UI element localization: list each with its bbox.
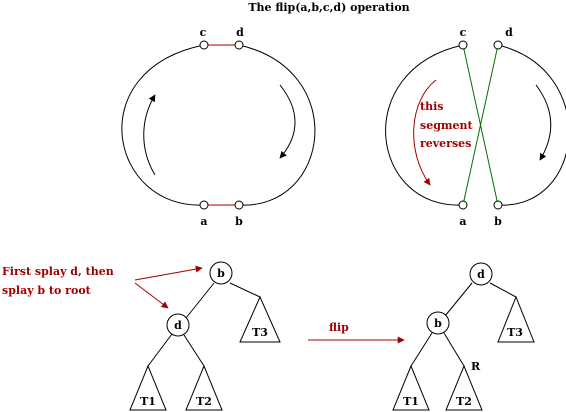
right-tree-node-b [426, 311, 450, 335]
left-tree-edge-b-t3 [229, 282, 261, 298]
node-c-right [458, 40, 468, 50]
right-tree-node-d [469, 262, 493, 286]
right-cycle-down-arrow [535, 84, 552, 161]
flip-label: flip [329, 321, 349, 334]
reverse-note-line1: this [420, 100, 443, 113]
instruction-line2: splay b to root [2, 284, 92, 297]
reverse-note-line3: reverses [420, 137, 471, 150]
label-c-left: c [200, 26, 207, 39]
left-tree-child-label: d [174, 319, 182, 332]
label-b-right: b [494, 215, 502, 228]
label-a-right: a [459, 215, 466, 228]
right-tree: d b T3 T1 T2 R [392, 262, 535, 411]
left-tree-t2-triangle [185, 364, 223, 411]
label-d-right: d [505, 26, 513, 39]
right-cycle-outer-arc-left [385, 44, 464, 206]
reverse-segment-arrow [413, 79, 437, 186]
node-b-right [493, 200, 503, 210]
left-tree-edge-d-t2 [183, 334, 205, 367]
instruction-arrow-to-d [134, 282, 169, 309]
right-tree-r-label: R [471, 360, 481, 373]
right-tree-edge-d-b [444, 282, 473, 317]
left-tree-t1-label: T1 [140, 395, 156, 408]
left-cycle-down-arrow [279, 84, 296, 159]
reverse-note-line2: segment [420, 119, 474, 132]
label-c-right: c [460, 26, 467, 39]
node-b-left [234, 200, 244, 210]
left-tree-edge-d-t1 [147, 333, 173, 367]
right-tree-t3-label: T3 [507, 326, 523, 339]
left-cycle-up-arrow [143, 94, 156, 176]
left-cycle-outer-arc-right [238, 44, 316, 206]
node-c-left [199, 40, 209, 50]
left-cycle: c d a b [121, 26, 316, 228]
figure-title: The flip(a,b,c,d) operation [248, 1, 409, 14]
flip-arrow-group: flip [308, 321, 405, 344]
left-tree: b d T3 T1 T2 [129, 261, 281, 411]
right-tree-root-label: d [477, 268, 485, 281]
left-tree-t3-triangle [239, 295, 281, 343]
left-tree-root-label: b [217, 267, 225, 280]
instruction-line1: First splay d, then [2, 265, 114, 278]
right-tree-edge-d-t3 [489, 282, 517, 298]
right-cycle: c d a b this segment reverses [385, 26, 566, 228]
node-a-right [458, 200, 468, 210]
right-cycle-cross-edge-2 [462, 44, 499, 206]
left-tree-edge-b-d [185, 282, 215, 319]
left-cycle-outer-arc [121, 44, 205, 206]
node-a-left [199, 200, 209, 210]
node-d-left [234, 40, 244, 50]
label-a-left: a [200, 215, 207, 228]
right-tree-edge-b-t1 [410, 332, 433, 367]
right-tree-edge-b-t2 [443, 332, 465, 367]
label-b-left: b [235, 215, 243, 228]
left-tree-node-d [166, 313, 190, 337]
right-tree-child-label: b [434, 317, 442, 330]
left-tree-t1-triangle [129, 364, 167, 411]
left-tree-t3-label: T3 [252, 326, 268, 339]
right-tree-t2-triangle [445, 364, 483, 411]
right-tree-t1-label: T1 [403, 395, 419, 408]
node-d-right [493, 40, 503, 50]
right-cycle-outer-arc-right [497, 44, 566, 206]
label-d-left: d [236, 26, 244, 39]
right-tree-t2-label: T2 [456, 395, 472, 408]
right-tree-t3-triangle [497, 295, 535, 343]
instruction-arrow-to-b [134, 265, 203, 281]
left-tree-t2-label: T2 [196, 395, 212, 408]
right-tree-t1-triangle [392, 364, 430, 411]
left-tree-node-b [209, 261, 233, 285]
splay-instruction: First splay d, then splay b to root [2, 265, 203, 309]
